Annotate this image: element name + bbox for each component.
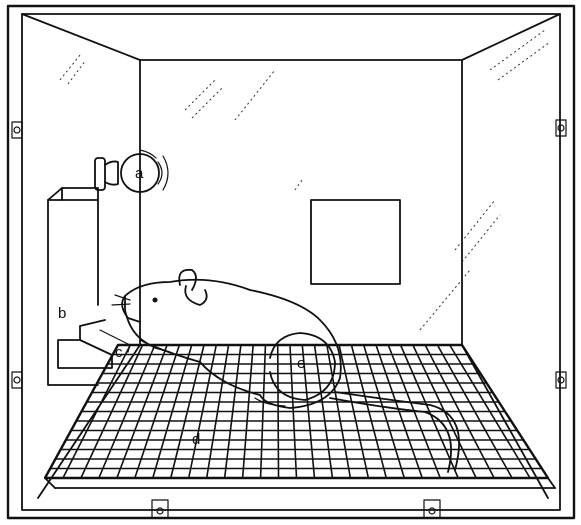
label-d: d	[192, 431, 200, 448]
screw-icon	[556, 372, 566, 388]
label-e: e	[297, 355, 305, 372]
glass-reflections	[60, 30, 550, 330]
label-c: c	[115, 344, 123, 361]
screw-icon	[12, 372, 22, 388]
screw-icon	[424, 500, 440, 518]
screw-icon	[152, 500, 168, 518]
back-window	[311, 200, 400, 284]
label-b: b	[58, 305, 66, 322]
screw-icon	[12, 122, 22, 138]
food-dispenser	[48, 188, 98, 385]
back-wall	[140, 60, 462, 345]
screw-icon	[556, 120, 566, 136]
label-a: a	[135, 165, 144, 182]
light-bulb	[95, 150, 168, 192]
box-frame	[8, 6, 574, 518]
